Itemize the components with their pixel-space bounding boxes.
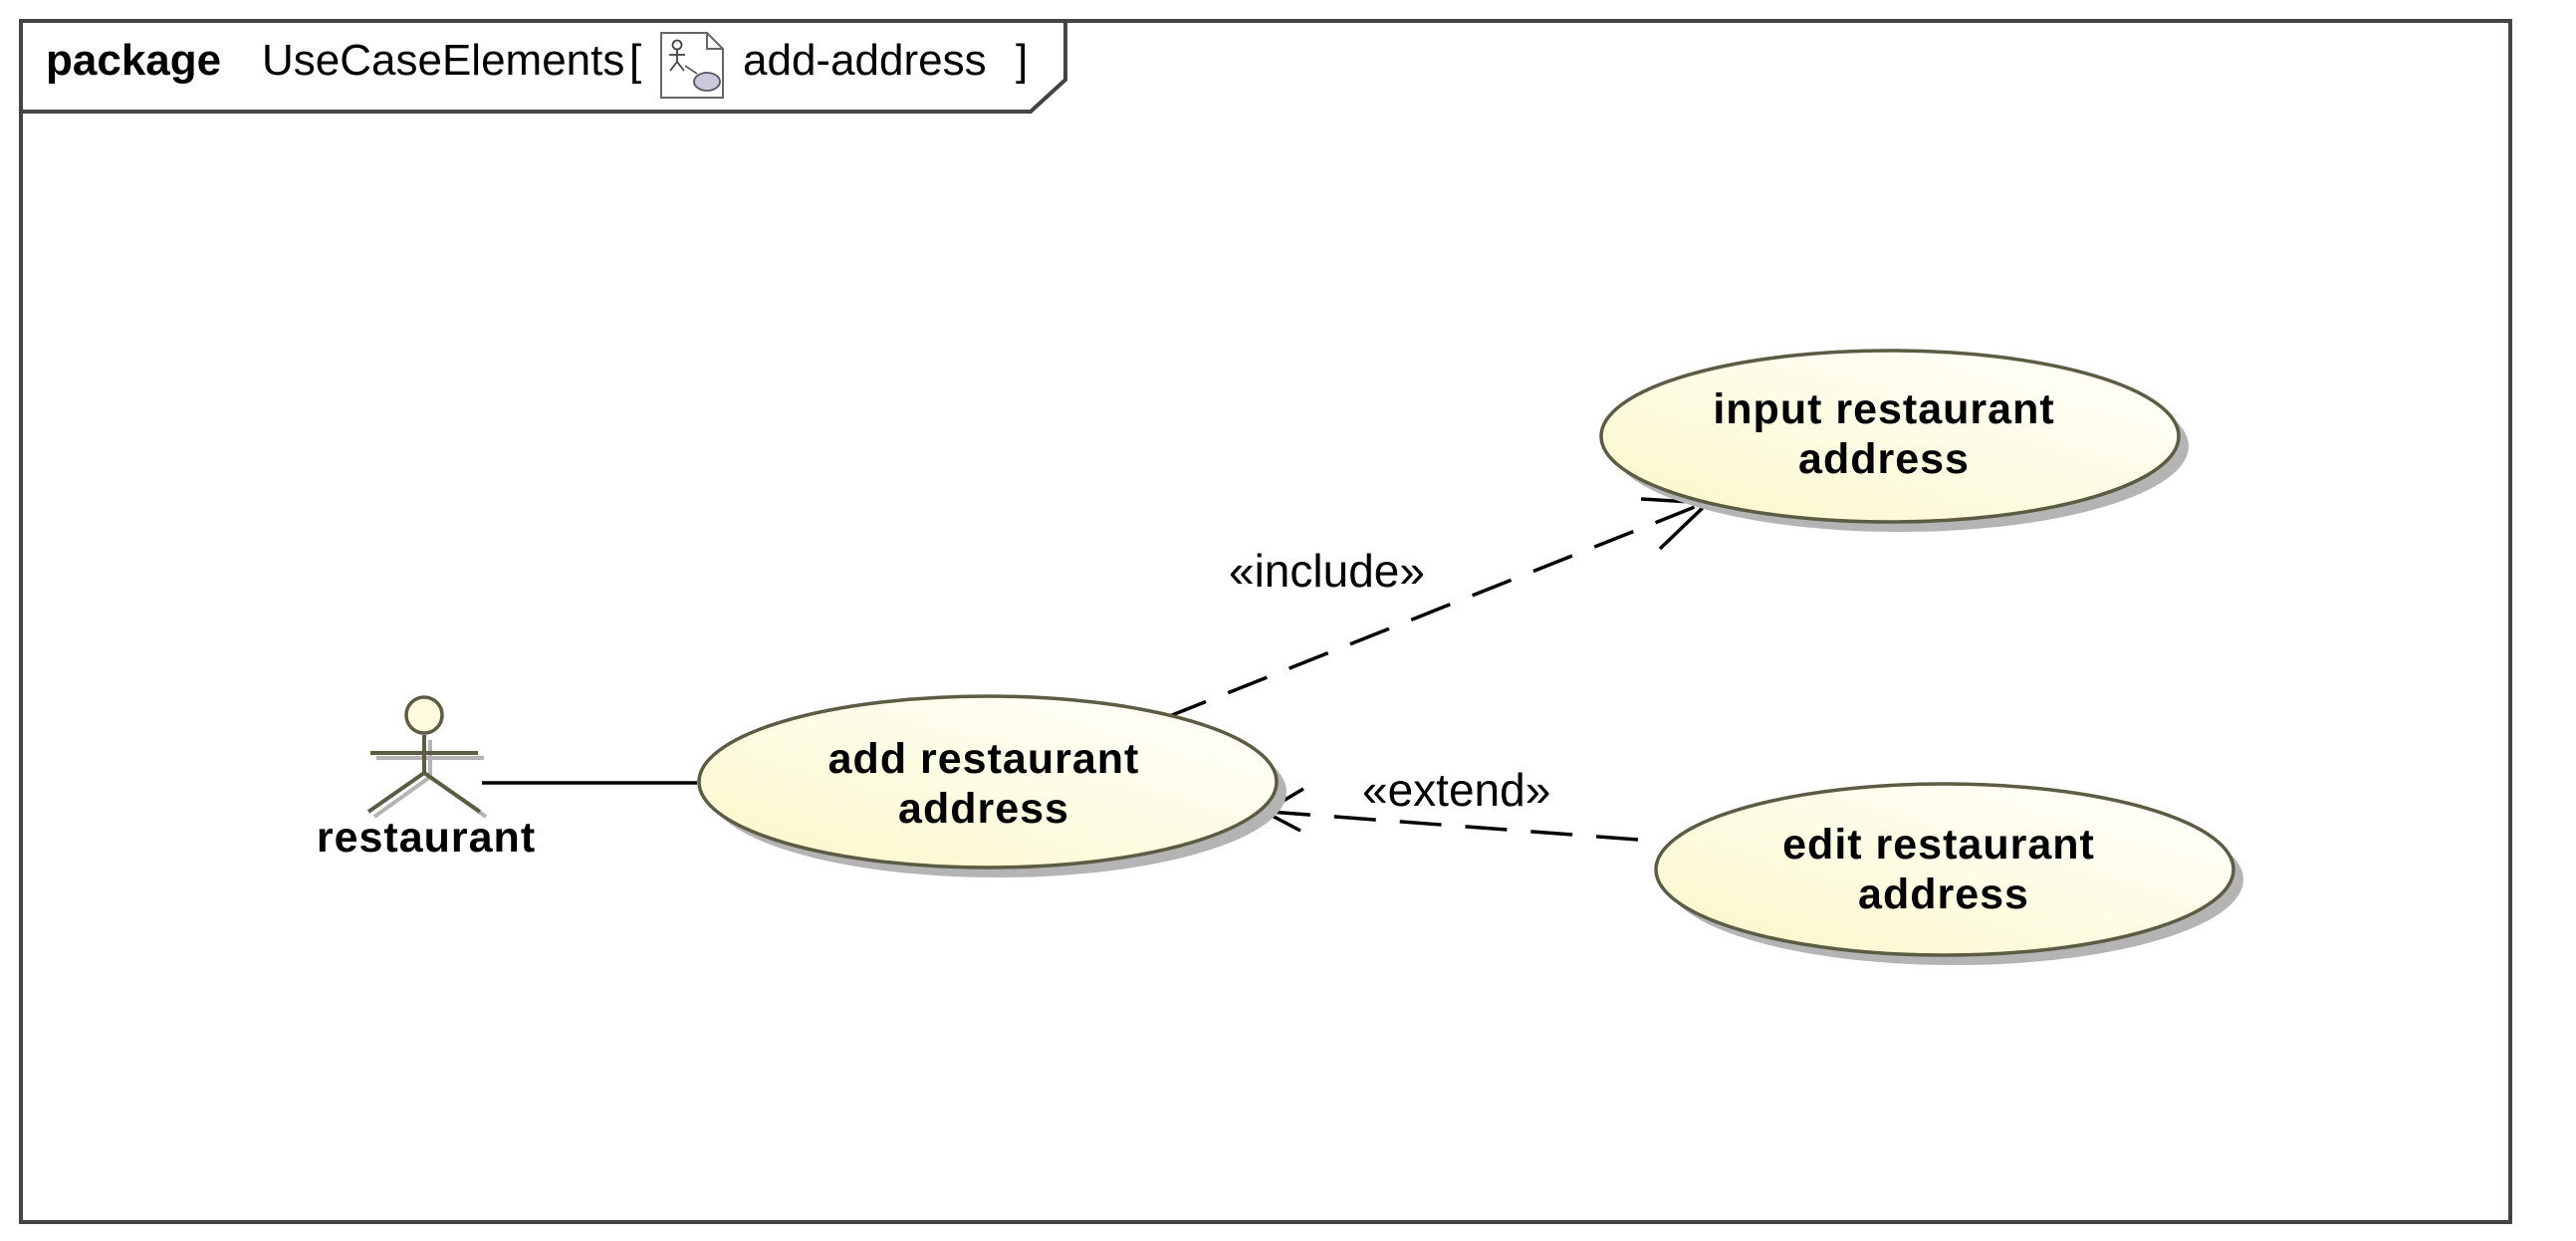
frame-kind-keyword: package [46,36,221,85]
usecase-label-line1: add restaurant [828,735,1140,783]
usecase-input-restaurant-address[interactable]: input restaurant address [1599,349,2189,532]
usecase-label-line1: edit restaurant [1782,821,2095,869]
extend-stereotype-label: «extend» [1362,764,1550,816]
usecase-label-line2: address [1798,435,1970,483]
actor-restaurant[interactable]: restaurant [317,695,536,862]
frame-open-bracket: [ [629,36,641,85]
package-frame [19,19,2512,1224]
usecase-add-restaurant-address[interactable]: add restaurant address [697,694,1287,877]
frame-package-name: UseCaseElements [262,36,624,85]
frame-header: package UseCaseElements [ add-address ] [46,32,1028,99]
actor-name: restaurant [317,814,536,862]
stick-figure-actor-icon [366,695,488,819]
usecase-label-line2: address [1858,870,2029,918]
use-case-diagram-icon [660,32,724,99]
frame-diagram-name: add-address [743,36,987,85]
usecase-label-line2: address [898,785,1069,833]
include-stereotype-label: «include» [1229,545,1425,597]
usecase-edit-restaurant-address[interactable]: edit restaurant address [1654,782,2243,965]
usecase-label-line1: input restaurant [1713,385,2054,433]
frame-close-bracket: ] [1016,36,1028,85]
